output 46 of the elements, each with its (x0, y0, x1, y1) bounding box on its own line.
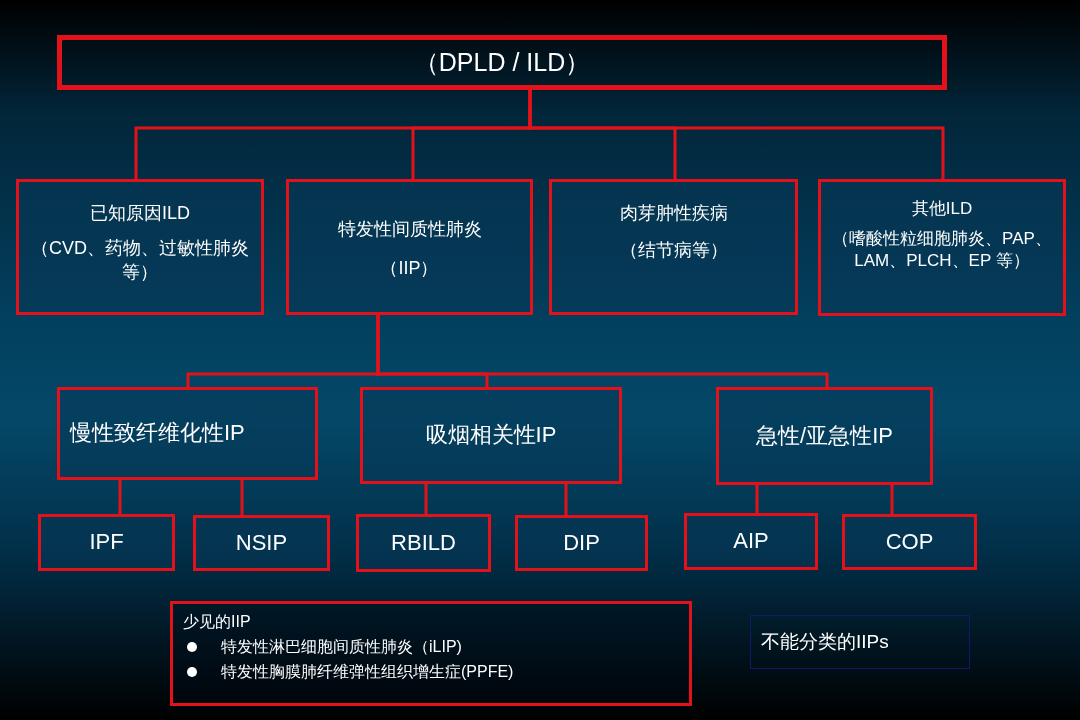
connector-line (890, 485, 894, 514)
subcategory-box (360, 387, 622, 484)
list-item: 特发性胸膜肺纤维弹性组织增生症(PPFE) (221, 661, 514, 682)
note-box (170, 601, 692, 706)
note-box (750, 615, 970, 669)
connector-line (564, 484, 568, 515)
node-title: DIP (563, 528, 600, 557)
list-heading: 少见的IIP (183, 612, 251, 632)
node-title: 肉芽肿性疾病 (619, 202, 728, 225)
node-subtitle: （嗜酸性粒细胞肺炎、PAP、LAM、PLCH、EP 等） (831, 228, 1053, 273)
node-title: 特发性间质性肺炎 (337, 218, 482, 241)
category-box (286, 179, 533, 315)
disease-box (842, 514, 977, 570)
connector-line (755, 485, 759, 513)
node-title: RBILD (391, 528, 456, 557)
disease-box (38, 514, 175, 571)
node-subtitle: （CVD、药物、过敏性肺炎等） (30, 237, 250, 284)
root-box (57, 35, 947, 90)
category-box (549, 179, 798, 315)
node-title: 已知原因ILD (90, 202, 190, 225)
subcategory-box (716, 387, 933, 485)
connector-line (376, 315, 829, 387)
subcategory-box (57, 387, 318, 480)
node-subtitle: （IIP） (380, 257, 439, 281)
node-title: 急性/亚急性IP (756, 421, 893, 450)
disease-box (515, 515, 648, 571)
category-box (16, 179, 264, 315)
node-title: NSIP (235, 528, 288, 557)
connector-line (118, 480, 122, 514)
node-title: IPF (89, 528, 124, 557)
node-title: 慢性致纤维化性IP (70, 419, 245, 448)
connector-line (240, 480, 244, 515)
list-item: 特发性淋巴细胞间质性肺炎（iLIP) (221, 636, 462, 657)
node-subtitle: （结节病等） (619, 239, 728, 263)
connector-line (528, 90, 945, 179)
disease-box (193, 515, 330, 571)
node-title: COP (885, 527, 934, 556)
node-title: （DPLD / ILD） (413, 47, 591, 79)
node-title: 吸烟相关性IP (425, 421, 557, 450)
node-title: AIP (733, 527, 769, 556)
node-title: 其他ILD (911, 198, 973, 220)
disease-box (684, 513, 818, 570)
category-box (818, 179, 1066, 316)
connector-line (424, 484, 428, 514)
disease-box (356, 514, 491, 572)
node-title: 不能分类的IIPs (761, 629, 889, 654)
